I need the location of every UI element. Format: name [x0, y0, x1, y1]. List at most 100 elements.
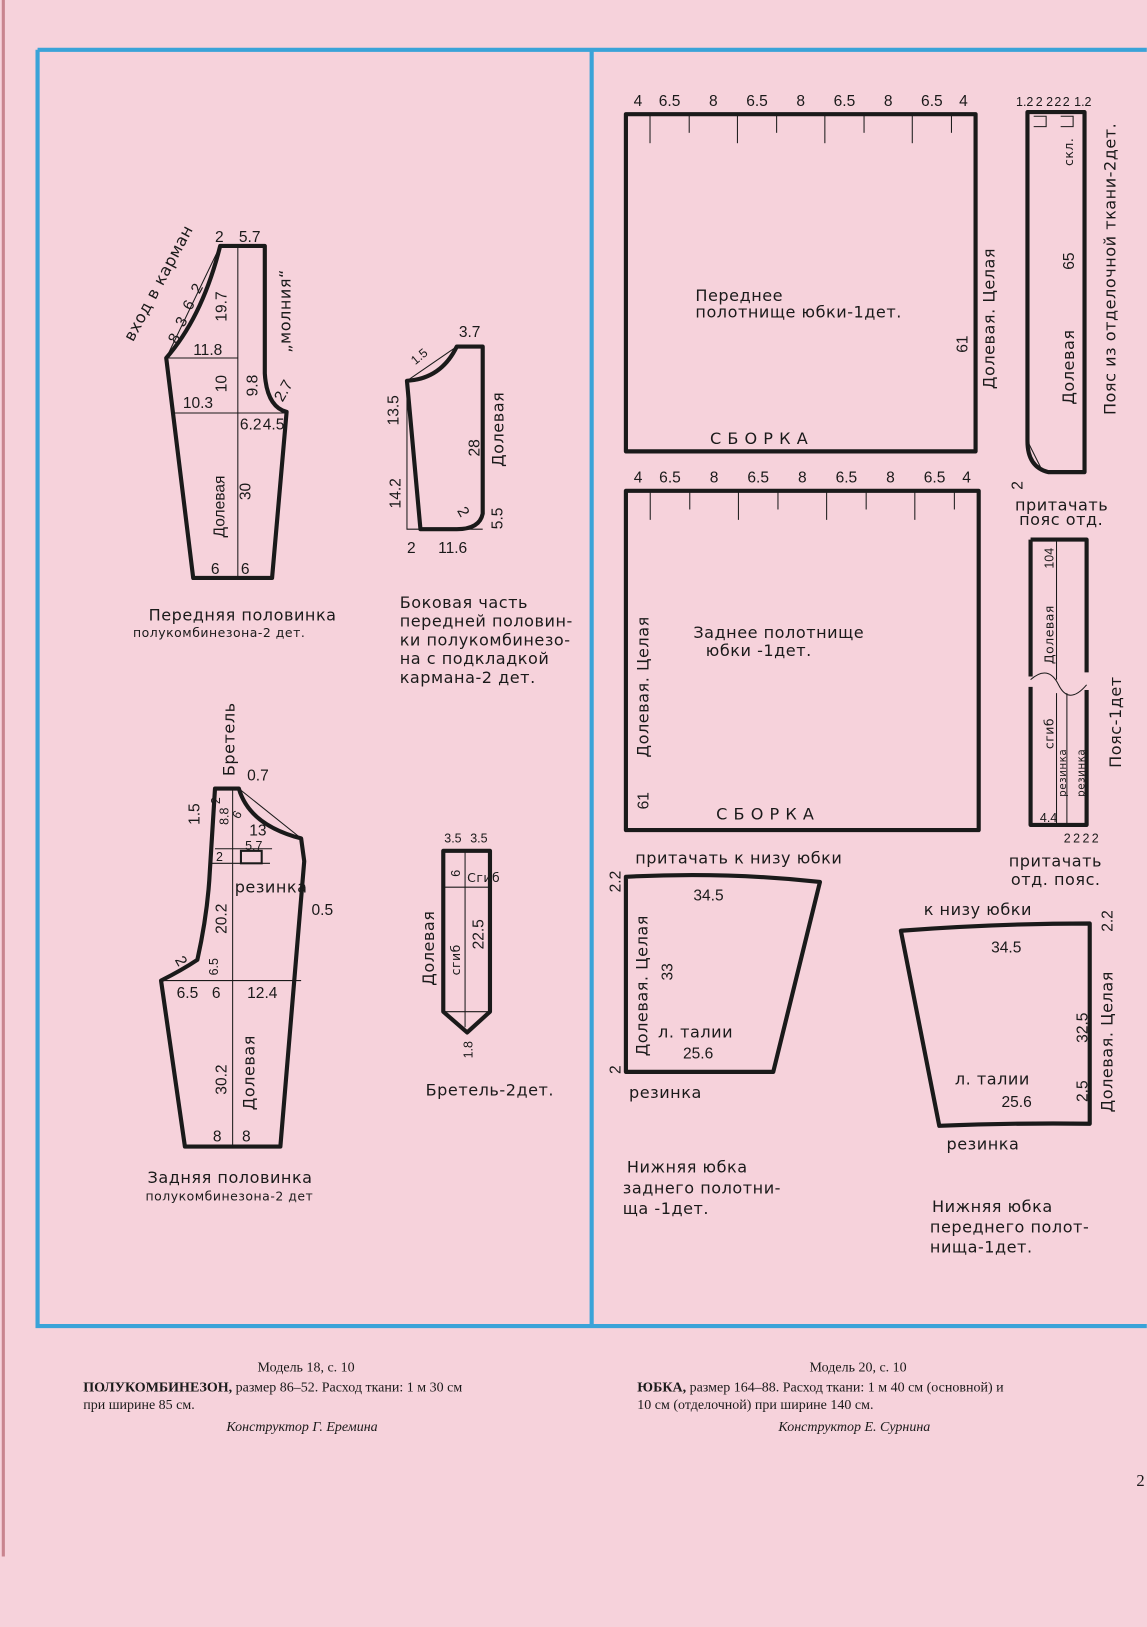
dim: 2: [209, 797, 223, 804]
dim: 5.5: [489, 508, 506, 530]
length: 61: [636, 792, 653, 809]
dim: 2: [1063, 95, 1070, 109]
pleat-label: скл.: [1061, 138, 1076, 166]
gather-label: С Б О Р К А: [716, 805, 814, 824]
dim: 4.4: [1040, 811, 1057, 825]
dim: 2: [608, 1065, 625, 1074]
dim: 11.8: [193, 342, 222, 359]
page-number: 2: [1136, 1471, 1144, 1490]
belt-trim-piece: 1.2 2 2 2 2 1.2 2 скл. 65 Долевая Пояс и…: [1009, 95, 1119, 529]
dim: 6: [211, 561, 220, 578]
note: к низу юбки: [924, 900, 1032, 919]
pleat-dim: 6.5: [659, 93, 681, 110]
pleat-dim: 8: [710, 469, 719, 486]
dim: 3.5: [470, 832, 487, 846]
note: отд. пояс.: [1011, 870, 1101, 889]
dim: 1.5: [408, 346, 430, 368]
dim: 2: [188, 281, 207, 297]
back-half-piece: 0.7 1.5 8.8 2 6 13 5.7 2 0.5 20.2 2 6.5 …: [145, 702, 333, 1203]
dim: 2.5: [1075, 1080, 1092, 1102]
pleat-dim: 4: [634, 469, 643, 486]
grain-label: Долевая: [488, 392, 507, 467]
dim: 25.6: [1002, 1094, 1032, 1111]
caption: кармана-2 дет.: [400, 668, 536, 687]
dim: 33: [660, 963, 677, 980]
dim: 2: [407, 540, 416, 557]
dim: 28: [467, 439, 484, 456]
dim: 2.2: [1100, 910, 1117, 932]
dim: 2: [1036, 95, 1043, 109]
dim: 3: [172, 314, 191, 330]
caption: Пояс-1дет: [1106, 676, 1125, 768]
pleat-dim: 6.5: [836, 469, 858, 486]
model-ref: Модель 18, с. 10: [258, 1361, 355, 1376]
dim: 10: [213, 375, 230, 393]
dim: 0.7: [247, 767, 269, 784]
dim: 34.5: [693, 888, 723, 905]
dim: 1.5: [186, 803, 203, 825]
caption: полукомбинезона-2 дет.: [133, 625, 305, 640]
dim: 2: [216, 850, 223, 864]
item-desc: размер 86–52. Расход ткани: 1 м 30 см: [232, 1380, 462, 1395]
dim: 30.2: [213, 1064, 230, 1094]
caption: на с подкладкой: [400, 649, 550, 668]
item-title: ПОЛУКОМБИНЕЗОН,: [83, 1380, 232, 1395]
caption: полукомбинезона-2 дет: [145, 1189, 313, 1204]
dim: 32.5: [1075, 1013, 1092, 1043]
pleat-dim: 8: [886, 469, 895, 486]
caption: Передняя половинка: [149, 606, 337, 625]
dim: 2: [215, 229, 224, 246]
caption: заднего полотни-: [623, 1178, 781, 1197]
waist-label: л. талии: [955, 1069, 1030, 1088]
dim: 2.7: [271, 377, 297, 404]
caption: Задняя половинка: [148, 1168, 313, 1187]
caption: Бретель-2дет.: [426, 1081, 554, 1100]
dim: 10.3: [183, 395, 213, 412]
dim: 12.4: [247, 985, 278, 1002]
description: 10 см (отделочной) при ширине 140 см.: [637, 1398, 873, 1413]
title: полотнище юбки-1дет.: [695, 303, 901, 322]
strap-label: Бретель: [220, 702, 239, 776]
length: 104: [1042, 548, 1056, 569]
dim: 9.8: [245, 375, 262, 397]
dim: 2: [1073, 832, 1080, 846]
note: притачать: [1009, 851, 1102, 870]
dim: 30: [237, 482, 254, 500]
dim: 8: [213, 1128, 222, 1145]
dim: 8: [242, 1128, 251, 1145]
pleat-dim: 8: [884, 93, 893, 110]
dim: 3.5: [444, 832, 461, 846]
dim: 0.5: [311, 902, 333, 919]
grain-label: Долевая. Целая: [1098, 971, 1117, 1112]
caption: Нижняя юбка: [932, 1197, 1053, 1216]
underskirt-front-piece: к низу юбки 2.2 34.5 32.5 25.6 2.5 Долев…: [898, 900, 1117, 1256]
title: юбки -1дет.: [706, 641, 812, 660]
note: пояс отд.: [1019, 510, 1103, 529]
note: притачать: [1015, 496, 1108, 515]
elastic-label: резинка: [947, 1135, 1020, 1154]
pleat-dim: 6.5: [921, 93, 943, 110]
dim: 2: [1046, 95, 1053, 109]
pleat-dim: 8: [796, 93, 805, 110]
waist-label: л. талии: [658, 1023, 733, 1042]
dim: 2: [1064, 832, 1071, 846]
pleat-dim: 6.5: [659, 469, 681, 486]
elastic-label: резинка: [629, 1083, 702, 1102]
grain-label: Долевая. Целая: [634, 616, 653, 757]
grain-label: Долевая. Целая: [633, 915, 652, 1056]
underskirt-back-piece: притачать к низу юбки 2.2 34.5 33 25.6 2…: [608, 848, 842, 1218]
length: 61: [954, 335, 971, 352]
footer-right: Модель 20, с. 10 ЮБКА, размер 164–88. Ра…: [637, 1361, 1004, 1435]
length: 65: [1061, 252, 1078, 269]
dim: 2: [1092, 832, 1099, 846]
dim: 1.2: [1016, 95, 1033, 109]
description: ЮБКА, размер 164–88. Расход ткани: 1 м 4…: [637, 1380, 1004, 1395]
side-part-piece: 3.7 1.5 13.5 14.2 28 2 5.5 2 11.6 Долева…: [386, 324, 573, 687]
grain-label: Долевая: [1059, 329, 1078, 404]
dim: 14.2: [388, 478, 405, 508]
description: ПОЛУКОМБИНЕЗОН, размер 86–52. Расход тка…: [83, 1380, 462, 1395]
footer-left: Модель 18, с. 10 ПОЛУКОМБИНЕЗОН, размер …: [83, 1361, 462, 1435]
pleat-dim: 6.5: [924, 469, 946, 486]
dim: 3.7: [459, 324, 481, 341]
